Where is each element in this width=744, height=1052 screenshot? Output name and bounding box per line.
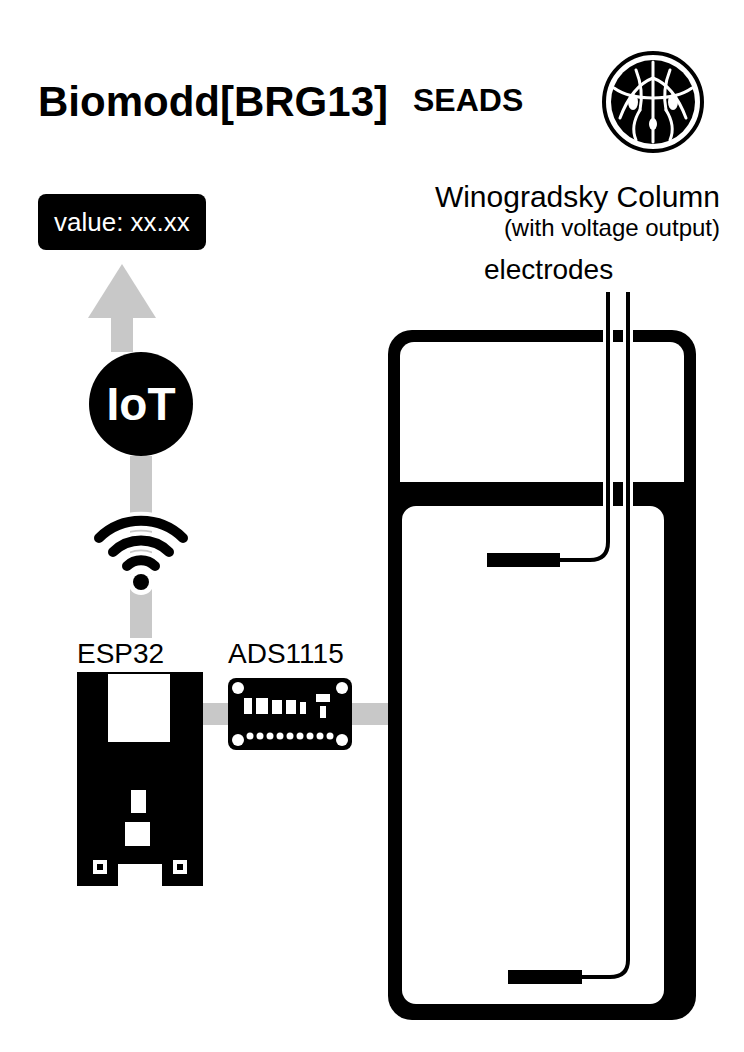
shape: [580, 292, 628, 977]
shape: [336, 682, 348, 694]
ads1115-board: ADS1115: [228, 638, 352, 750]
shape: [400, 502, 684, 1008]
shape: [228, 678, 352, 750]
shape: [232, 682, 244, 694]
shape: [272, 700, 282, 714]
shape: [113, 541, 169, 552]
shape: [604, 53, 702, 151]
shape: [628, 94, 678, 130]
shape: [131, 790, 146, 813]
node-text: ESP32: [77, 638, 164, 670]
shape: [93, 860, 107, 874]
shape: [99, 521, 183, 566]
shape: [127, 560, 155, 566]
shape: [297, 733, 304, 740]
shape: [558, 292, 608, 560]
shape: [508, 970, 582, 984]
shape: [232, 734, 244, 746]
esp32-board-drawing: [77, 672, 203, 886]
esp32-board: ESP32: [77, 638, 203, 886]
shape: [300, 702, 306, 714]
shape: [668, 94, 678, 110]
shape: [327, 733, 334, 740]
shape: [287, 733, 294, 740]
shape: [256, 698, 268, 714]
shape: [128, 569, 154, 595]
connector-line: [352, 703, 388, 725]
shape: [127, 560, 155, 566]
shape: [628, 94, 638, 110]
shape: [388, 330, 696, 1020]
shape: [649, 118, 657, 130]
shape: [320, 706, 326, 718]
value-display: value: xx.xx: [38, 194, 206, 250]
shape: [614, 62, 692, 142]
shape: [108, 674, 170, 742]
shape: [336, 734, 348, 746]
shape: [257, 733, 264, 740]
glass-column-drawing: [388, 180, 696, 1020]
shape: [611, 60, 695, 144]
shape: [277, 733, 284, 740]
shape: [317, 733, 324, 740]
winogradsky-column: Winogradsky Column(with voltage output): [388, 180, 720, 1020]
shape: [666, 110, 672, 140]
shape: [267, 733, 274, 740]
node-text: Winogradsky Column: [388, 180, 720, 214]
brand-label: SEADS: [413, 80, 523, 120]
shape: [125, 822, 150, 846]
shape: [113, 541, 169, 552]
shape: [400, 342, 684, 1008]
shape: [400, 482, 684, 502]
shape: [286, 700, 296, 714]
connector: [203, 714, 228, 715]
shape: [97, 864, 103, 870]
iot-circle: IoT: [89, 352, 193, 456]
connector-line: [203, 703, 228, 725]
shape: [558, 292, 628, 977]
node-text: value: xx.xx: [54, 206, 190, 238]
node-text: ADS1115: [228, 638, 344, 670]
shape: [99, 521, 183, 538]
diagram-title: Biomodd[BRG13]: [38, 78, 388, 126]
shape: [173, 860, 187, 874]
ads1115-board-drawing: [228, 678, 352, 750]
node-text: IoT: [107, 379, 176, 429]
shape: [634, 110, 640, 140]
arrow-head: [88, 264, 156, 318]
node-text: (with voltage output): [388, 214, 720, 242]
connector: [352, 714, 388, 715]
connector-line: [111, 318, 133, 352]
part-label: electrodes: [484, 254, 613, 286]
shape: [247, 733, 254, 740]
shape: [316, 694, 330, 702]
shape: [558, 292, 608, 560]
shape: [177, 864, 183, 870]
shape: [133, 574, 149, 590]
shape: [244, 698, 252, 714]
shape: [558, 292, 628, 977]
shape: [118, 864, 162, 886]
shape: [487, 553, 560, 567]
shape: [99, 521, 183, 538]
shape: [99, 521, 183, 566]
shape: [77, 672, 203, 886]
shape: [307, 733, 314, 740]
connector: [88, 264, 156, 352]
shape: [580, 292, 628, 977]
